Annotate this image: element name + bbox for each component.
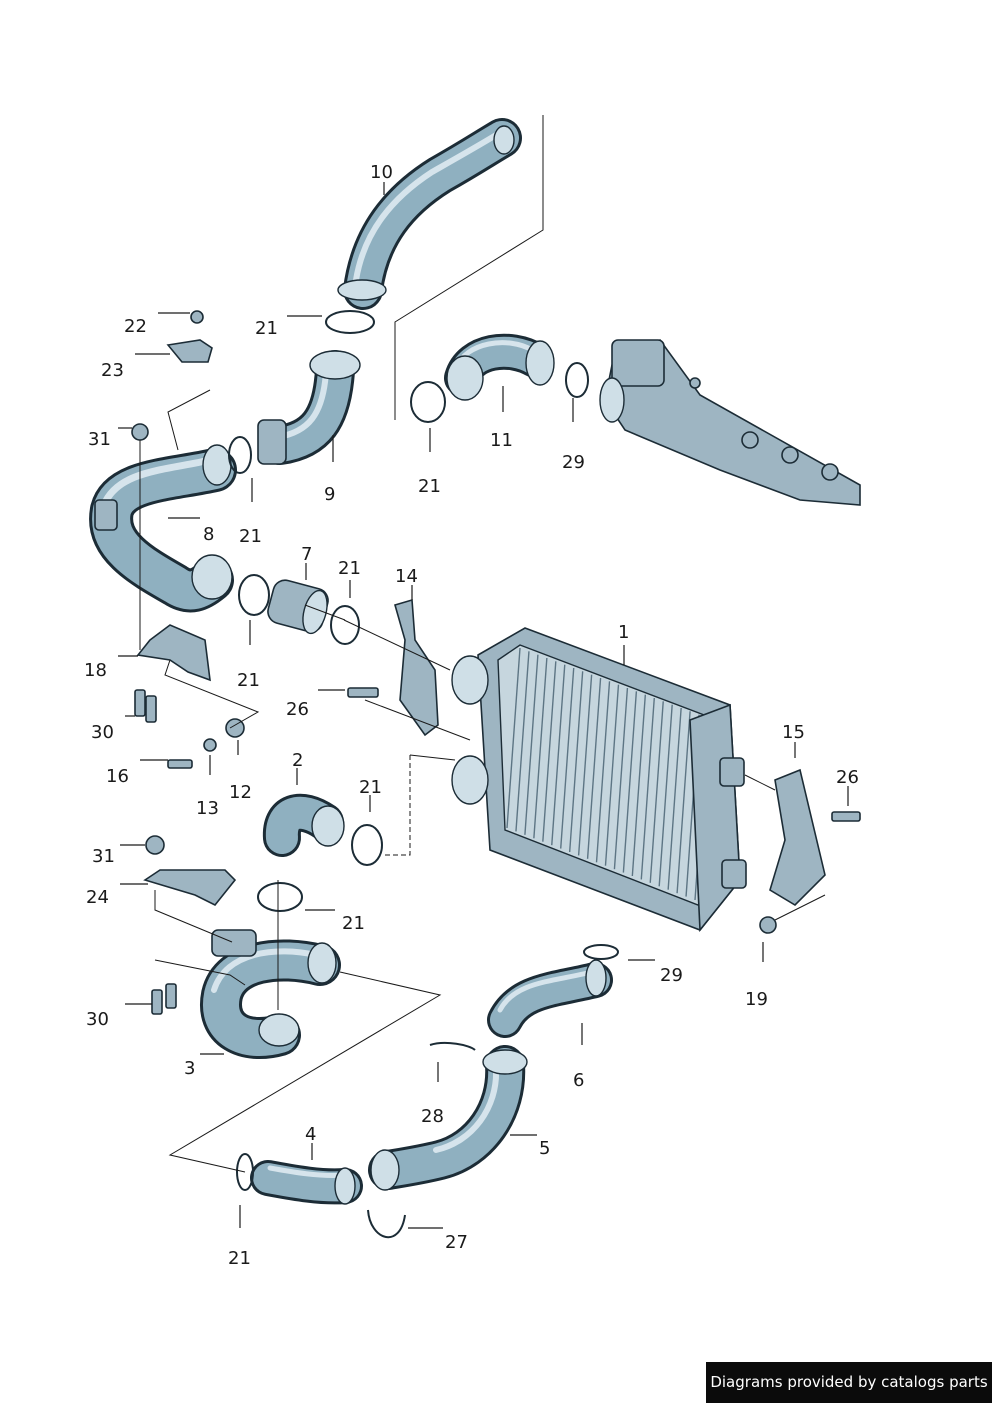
fin-line: [586, 677, 602, 859]
label-1: 1: [618, 622, 629, 643]
fin-line: [613, 687, 629, 870]
hose-11: [444, 333, 555, 401]
label-26-a: 26: [286, 699, 309, 720]
label-21-g: 21: [342, 913, 365, 934]
sleeve-7: [267, 579, 329, 635]
fin-line: [506, 647, 521, 829]
fin-line: [604, 684, 620, 866]
label-26-b: 26: [836, 767, 859, 788]
fin-line: [667, 707, 682, 890]
label-21-e: 21: [237, 670, 260, 691]
fin-line: [542, 661, 557, 842]
label-11: 11: [490, 430, 513, 451]
label-21-a: 21: [255, 318, 278, 339]
label-30-b: 30: [86, 1009, 109, 1030]
fin-line: [631, 694, 647, 877]
hose-10: [337, 118, 522, 310]
label-21-f: 21: [359, 777, 382, 798]
intake-manifold: [599, 338, 861, 506]
fin-line: [560, 667, 575, 849]
label-10: 10: [370, 162, 393, 183]
fin-line: [658, 704, 673, 887]
label-27: 27: [445, 1232, 468, 1253]
label-9: 9: [324, 484, 335, 505]
label-19: 19: [745, 989, 768, 1010]
fin-line: [577, 674, 593, 856]
label-14: 14: [395, 566, 418, 587]
label-18: 18: [84, 660, 107, 681]
label-31-b: 31: [92, 846, 115, 867]
label-16: 16: [106, 766, 129, 787]
brackets: [136, 339, 826, 907]
hose-6: [487, 959, 613, 1038]
label-3: 3: [184, 1058, 195, 1079]
fin-line: [533, 657, 548, 839]
hose-5: [368, 1045, 528, 1191]
fin-line: [676, 711, 691, 894]
elbow-2: [262, 793, 345, 857]
hose-9: [257, 350, 361, 465]
clamps: [228, 310, 619, 1238]
label-12: 12: [229, 782, 252, 803]
fin-line: [622, 691, 638, 873]
fin-line: [649, 701, 664, 883]
label-4: 4: [305, 1124, 316, 1145]
intercooler-1: [451, 627, 747, 933]
label-8: 8: [203, 524, 214, 545]
label-5: 5: [539, 1138, 550, 1159]
label-29-b: 29: [660, 965, 683, 986]
hose-4: [250, 1160, 363, 1205]
label-6: 6: [573, 1070, 584, 1091]
label-13: 13: [196, 798, 219, 819]
label-2: 2: [292, 750, 303, 771]
label-23: 23: [101, 360, 124, 381]
footer-credit: Diagrams provided by catalogs parts: [706, 1362, 992, 1403]
fasteners: [131, 310, 861, 1015]
label-30-a: 30: [91, 722, 114, 743]
fin-line: [524, 654, 539, 835]
label-21-d: 21: [338, 558, 361, 579]
duct-8: [89, 444, 237, 613]
label-7: 7: [301, 544, 312, 565]
fin-line: [568, 671, 584, 853]
label-15: 15: [782, 722, 805, 743]
label-31-a: 31: [88, 429, 111, 450]
label-28: 28: [421, 1106, 444, 1127]
label-24: 24: [86, 887, 109, 908]
group-lines: [139, 115, 826, 1173]
label-21-c: 21: [418, 476, 441, 497]
fin-line: [595, 681, 611, 863]
fin-line: [551, 664, 566, 846]
part-labels: 10 21 22 23 31 21 9 8 21 11 29 7 21 14 1…: [84, 162, 859, 1269]
hose-3: [200, 929, 341, 1059]
label-21-h: 21: [228, 1248, 251, 1269]
fin-line: [515, 651, 530, 832]
fin-line: [640, 697, 655, 880]
intercooler-fins: [506, 647, 709, 901]
leader-lines: [118, 182, 849, 1229]
label-21-b: 21: [239, 526, 262, 547]
label-29-a: 29: [562, 452, 585, 473]
label-22: 22: [124, 316, 147, 337]
